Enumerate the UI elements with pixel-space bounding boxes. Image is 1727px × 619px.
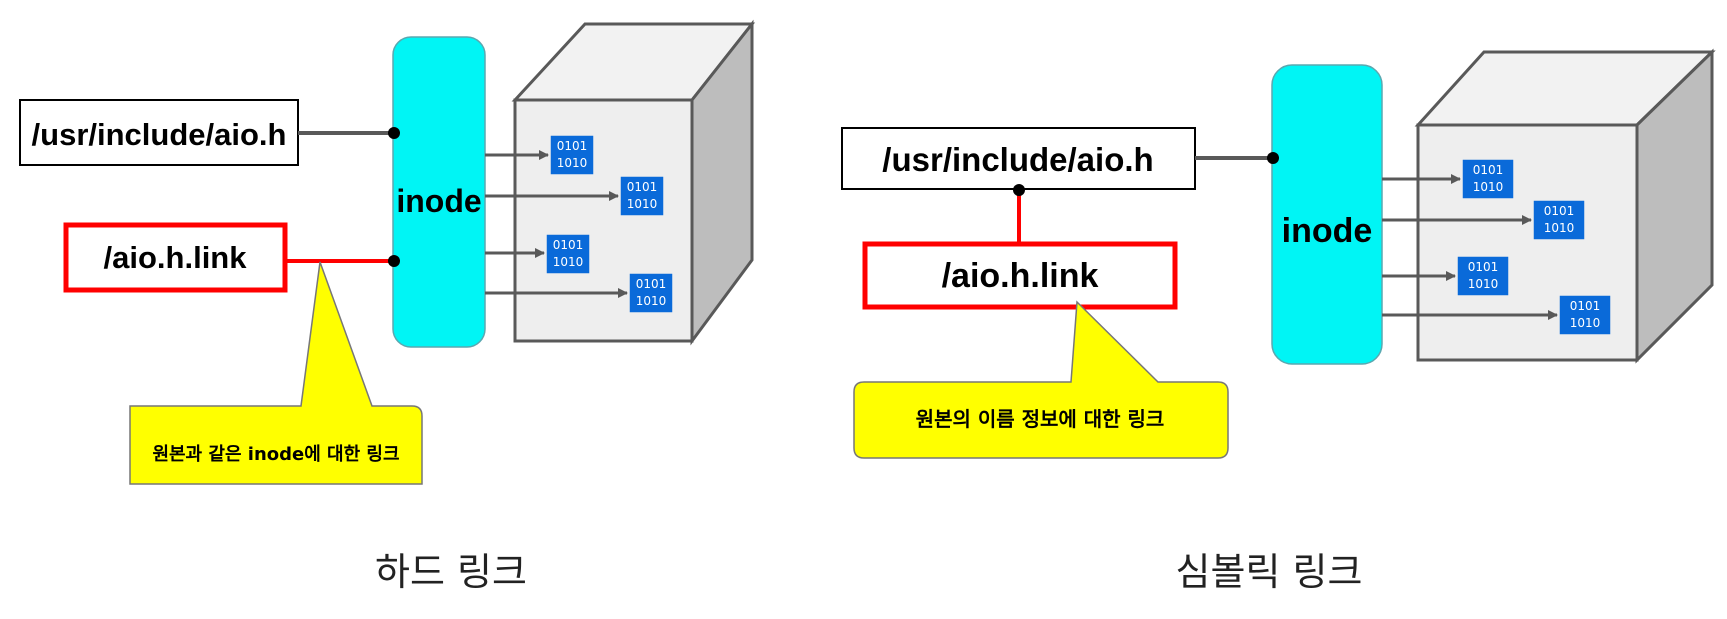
hard-file-path-box (19, 99, 299, 166)
hard-inode-label: inode (396, 183, 481, 219)
svg-text:0101: 0101 (557, 139, 588, 153)
hard-callout-bubble (129, 261, 423, 485)
sym-link-name-box (862, 241, 1178, 310)
symbolic-link-diagram: inode /usr/include/aio.h /aio.h.link 010… (841, 48, 1716, 594)
hard-data-block: 0101 1010 (628, 272, 674, 314)
hard-data-block: 0101 1010 (549, 134, 595, 176)
hard-file-connector-dot (388, 127, 400, 139)
svg-text:0101: 0101 (553, 238, 584, 252)
svg-text:0101: 0101 (1544, 204, 1575, 218)
sym-callout-text: 원본의 이름 정보에 대한 링크 (916, 407, 1165, 431)
sym-inode-box (1271, 64, 1383, 365)
svg-text:1010: 1010 (553, 255, 584, 269)
svg-text:1010: 1010 (1473, 180, 1504, 194)
hard-link-name-label: /aio.h.link (104, 240, 248, 275)
sym-data-block: 0101 1010 (1532, 199, 1586, 241)
hard-inode-box (392, 36, 486, 348)
sym-data-block: 0101 1010 (1558, 294, 1612, 336)
hard-link-connector-dot (388, 255, 400, 267)
sym-file-path-label: /usr/include/aio.h (882, 141, 1153, 178)
sym-file-path-box (841, 127, 1196, 190)
sym-link-name-label: /aio.h.link (942, 257, 1099, 295)
svg-text:1010: 1010 (1544, 221, 1575, 235)
sym-file-connector-dot (1267, 152, 1279, 164)
svg-text:1010: 1010 (1468, 277, 1499, 291)
svg-text:1010: 1010 (557, 156, 588, 170)
svg-text:0101: 0101 (1570, 299, 1601, 313)
sym-inode-label: inode (1282, 212, 1373, 250)
hard-link-name-box (63, 222, 288, 293)
svg-text:0101: 0101 (627, 180, 658, 194)
hard-file-path-label: /usr/include/aio.h (32, 117, 287, 152)
hard-link-diagram: inode /usr/include/aio.h /aio.h.link 010… (19, 19, 756, 594)
sym-data-block: 0101 1010 (1461, 158, 1515, 200)
hard-link-caption: 하드 링크 (375, 550, 527, 594)
svg-text:0101: 0101 (1473, 163, 1504, 177)
svg-text:1010: 1010 (1570, 316, 1601, 330)
hard-storage-cube (511, 19, 756, 346)
svg-text:0101: 0101 (1468, 260, 1499, 274)
svg-text:1010: 1010 (627, 197, 658, 211)
hard-data-block: 0101 1010 (545, 233, 591, 275)
hard-callout-text: 원본과 같은 inode에 대한 링크 (152, 444, 399, 465)
svg-text:0101: 0101 (636, 277, 667, 291)
sym-callout-bubble (853, 300, 1229, 459)
symbolic-link-caption: 심볼릭 링크 (1176, 550, 1363, 594)
sym-data-block: 0101 1010 (1456, 255, 1510, 297)
svg-text:1010: 1010 (636, 294, 667, 308)
sym-link-connector-dot (1013, 184, 1025, 196)
hard-data-block: 0101 1010 (619, 175, 665, 217)
sym-storage-cube (1414, 48, 1716, 364)
